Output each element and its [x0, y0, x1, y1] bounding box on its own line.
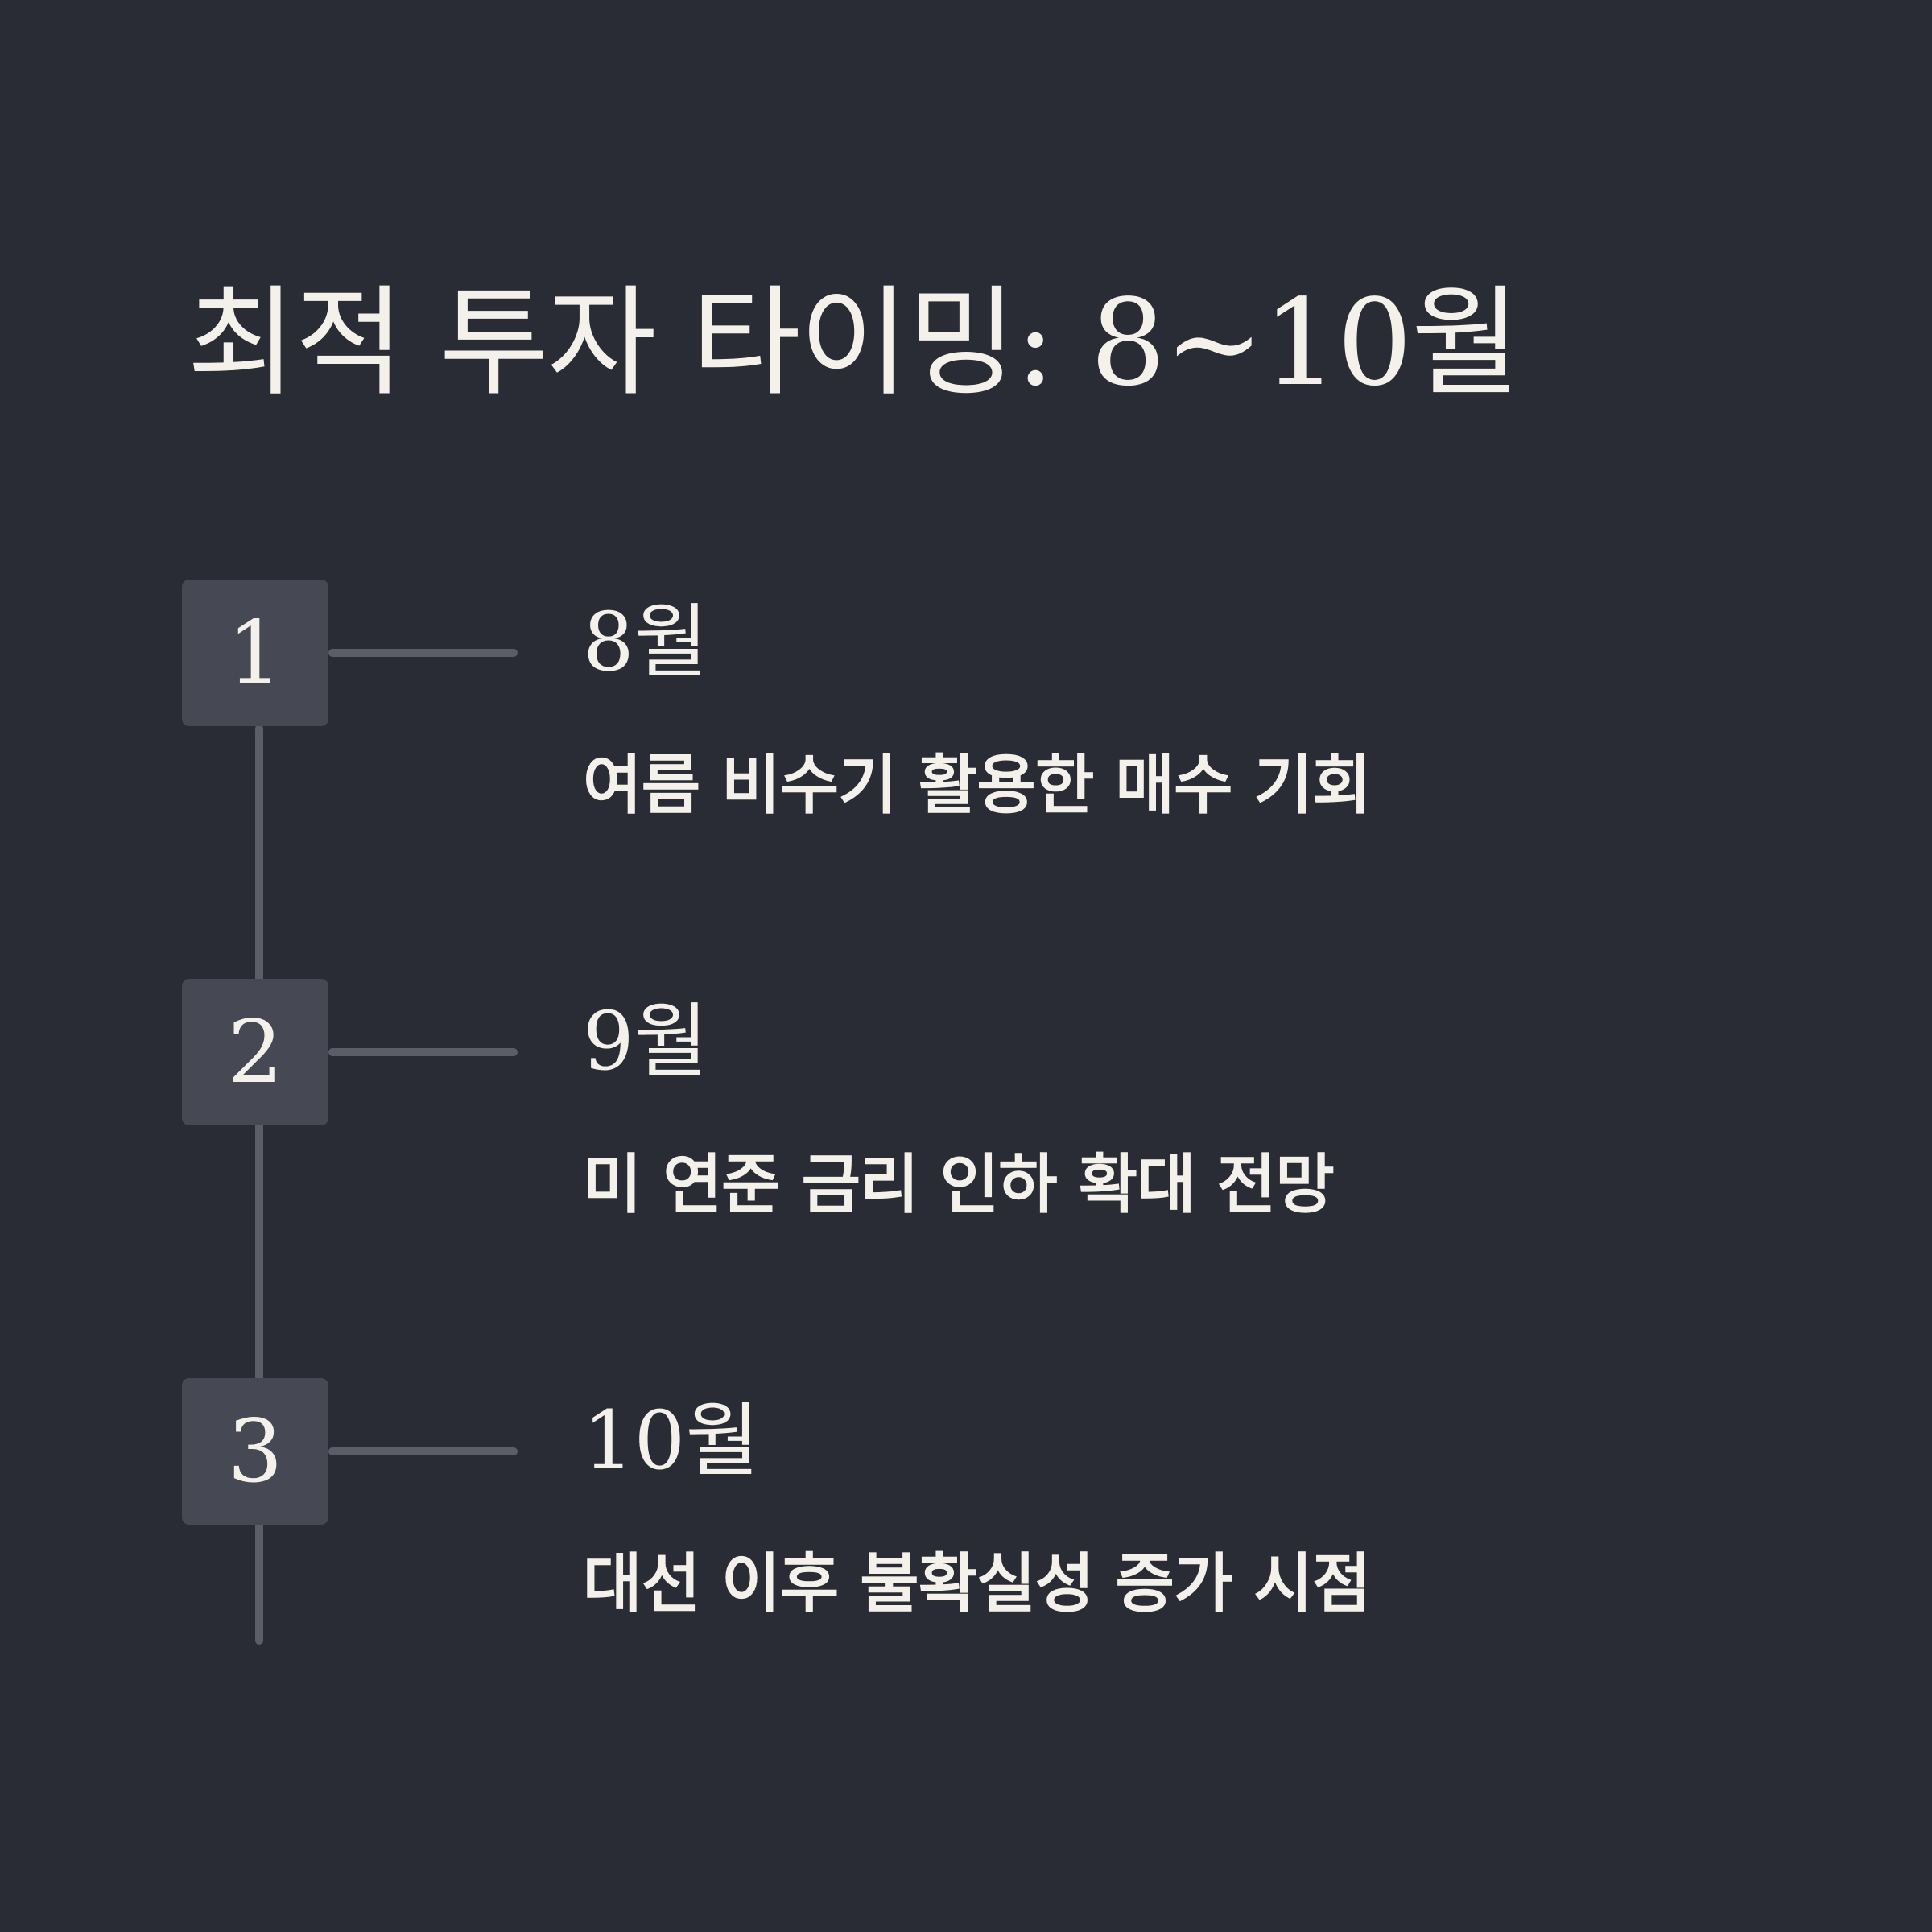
step-number-badge: 2 — [182, 979, 328, 1125]
step-month: 9월 — [583, 994, 708, 1088]
step-month: 10월 — [583, 1393, 760, 1488]
step-number-badge: 1 — [182, 580, 328, 726]
timeline-vertical-line — [255, 724, 263, 1645]
timeline-step-3: 3 10월 대선 이후 불확실성 증가 시점 — [0, 1378, 1932, 1700]
step-description: 여름 비수기 활용한 매수 기회 — [583, 748, 1372, 823]
step-month: 8월 — [583, 595, 708, 689]
timeline-step-2: 2 9월 미 연준 금리 인하 확대 전망 — [0, 979, 1932, 1301]
step-description: 대선 이후 불확실성 증가 시점 — [583, 1546, 1372, 1621]
page-title: 최적 투자 타이밍: 8~10월 — [187, 274, 1521, 412]
step-number-badge: 3 — [182, 1378, 328, 1525]
timeline-step-1: 1 8월 여름 비수기 활용한 매수 기회 — [0, 580, 1932, 902]
step-connector-line — [328, 1447, 518, 1455]
step-connector-line — [328, 649, 518, 657]
step-description: 미 연준 금리 인하 확대 전망 — [583, 1147, 1335, 1222]
step-connector-line — [328, 1048, 518, 1056]
